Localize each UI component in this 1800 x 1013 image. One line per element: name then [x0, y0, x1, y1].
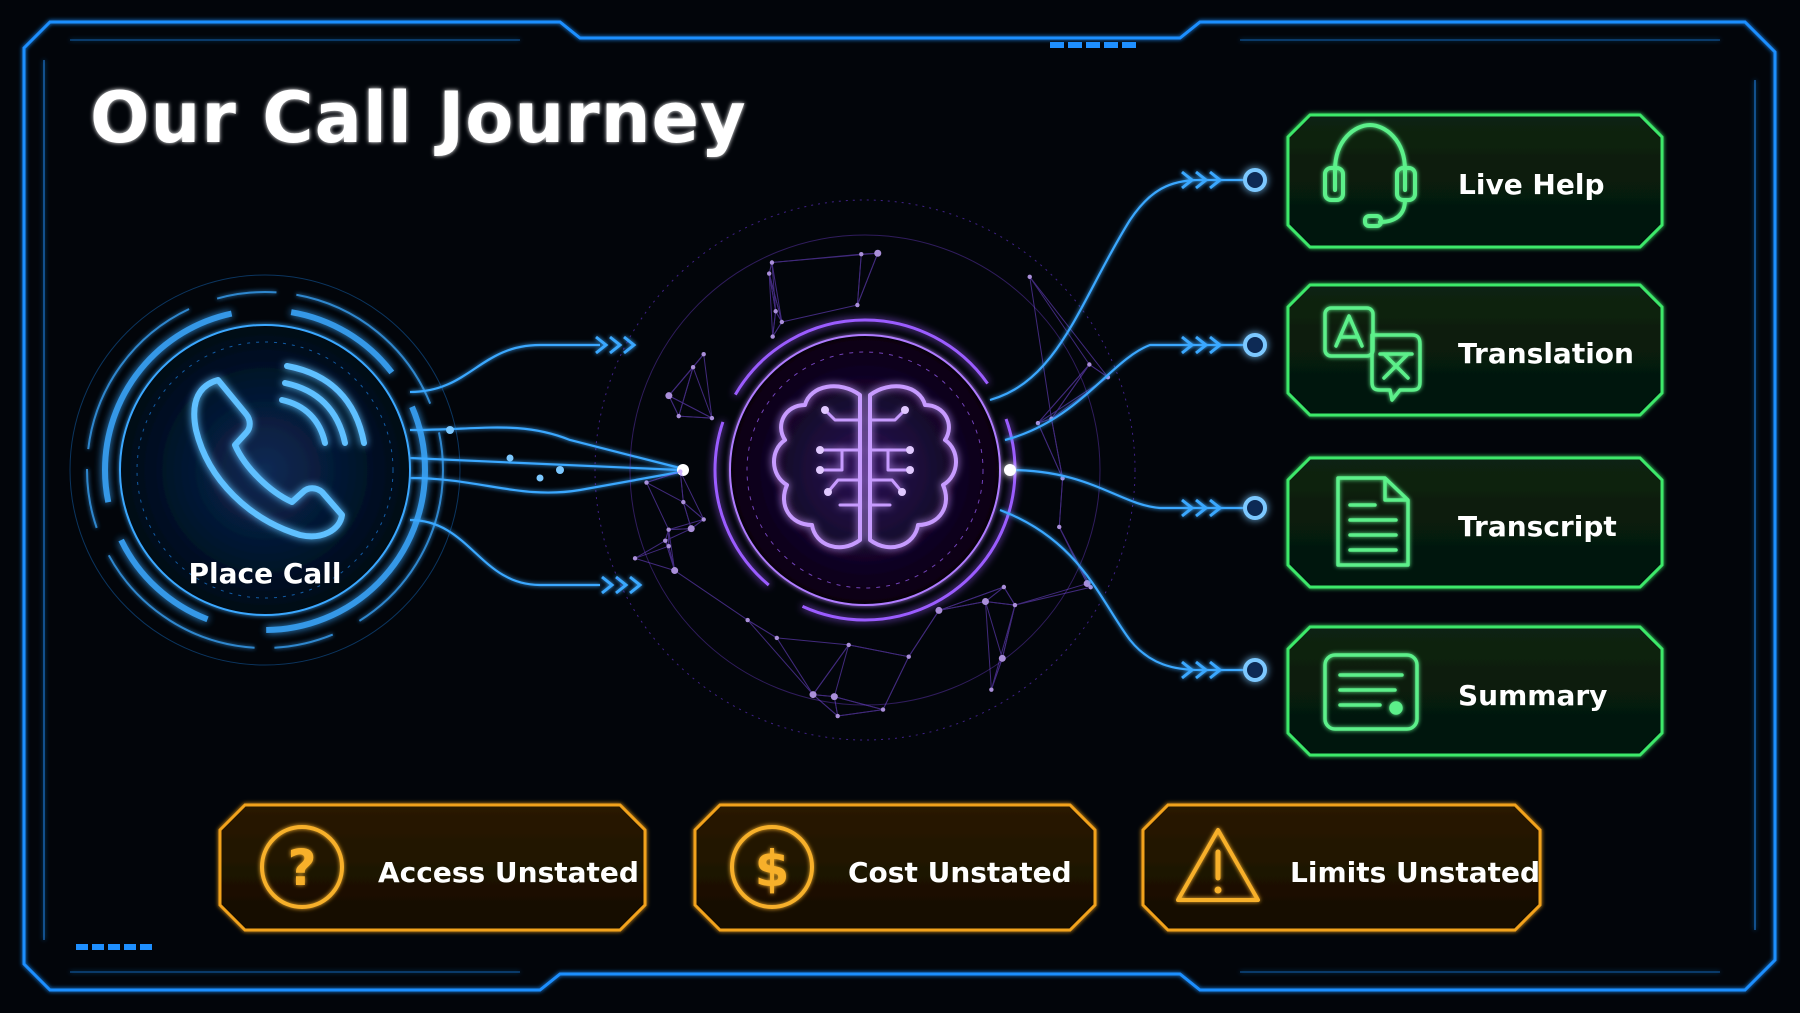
- output-port-dots: [1004, 168, 1267, 682]
- output-label-translation: Translation: [1458, 337, 1634, 370]
- caveat-card-limits: Limits Unstated: [1141, 803, 1542, 932]
- caveat-label-cost: Cost Unstated: [848, 856, 1072, 889]
- svg-text:?: ?: [287, 839, 316, 897]
- output-label-live-help: Live Help: [1458, 168, 1605, 201]
- phone-icon: [191, 363, 367, 540]
- warning-icon: [1176, 828, 1260, 902]
- phone-to-hub-connectors: [409, 343, 681, 587]
- output-card-transcript: Transcript: [1286, 456, 1664, 589]
- question-icon: ?: [260, 825, 344, 909]
- headset-icon: [1323, 122, 1417, 228]
- ai-hub-network: [594, 199, 1136, 741]
- place-call-node: Place Call: [69, 274, 461, 666]
- dollar-icon: $: [730, 825, 814, 909]
- output-card-live-help: Live Help: [1286, 113, 1664, 249]
- page-title: Our Call Journey: [90, 77, 747, 159]
- place-call-label: Place Call: [189, 557, 342, 590]
- hub-to-output-arrows: [1181, 170, 1223, 680]
- phone-to-hub-arrows: [595, 335, 643, 595]
- output-label-transcript: Transcript: [1458, 510, 1617, 543]
- document-icon: [1336, 476, 1410, 567]
- caveat-card-cost: $ Cost Unstated: [693, 803, 1097, 932]
- brain-circuit-icon: [772, 384, 958, 550]
- hud-frame: [22, 20, 1777, 992]
- output-card-translation: Translation: [1286, 283, 1664, 417]
- ai-hub-node: [713, 318, 1017, 622]
- translate-icon: [1323, 306, 1422, 402]
- output-card-summary: Summary: [1286, 625, 1664, 757]
- svg-text:$: $: [755, 840, 790, 898]
- frame-dash-marks: [76, 42, 1136, 950]
- hub-to-output-connectors: [989, 178, 1245, 672]
- output-label-summary: Summary: [1458, 679, 1607, 712]
- caveat-label-access: Access Unstated: [378, 856, 639, 889]
- caveat-card-access: ? Access Unstated: [218, 803, 647, 932]
- summary-card-icon: [1323, 653, 1419, 731]
- caveat-label-limits: Limits Unstated: [1290, 856, 1540, 889]
